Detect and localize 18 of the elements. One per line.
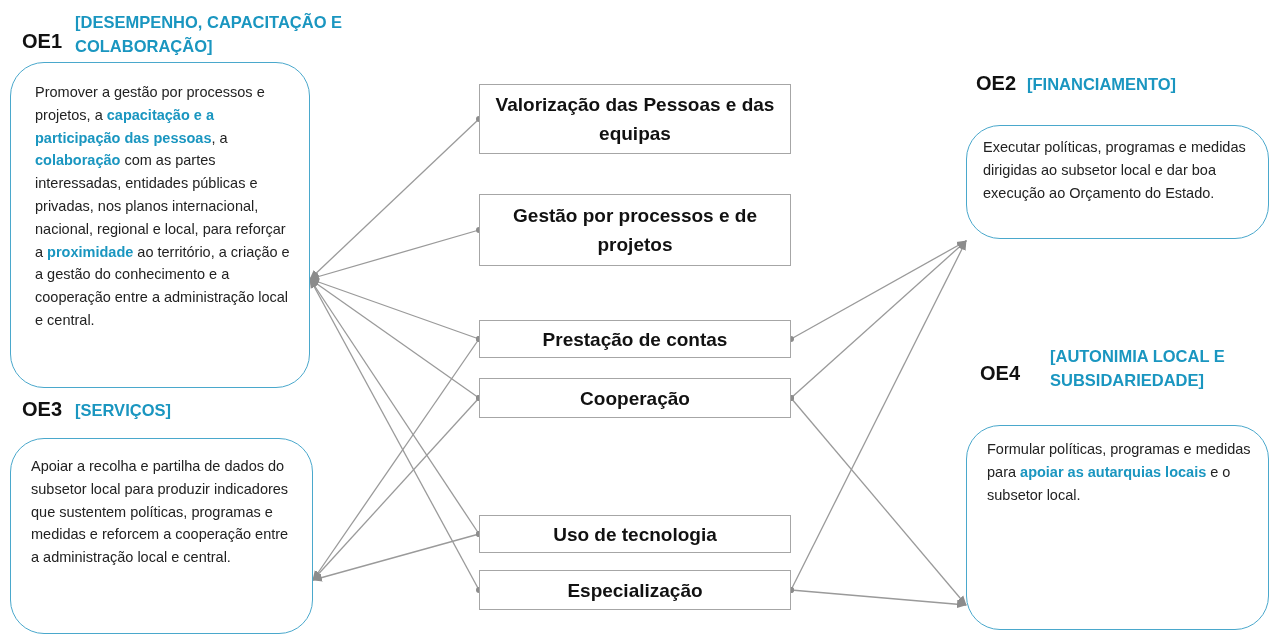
objective-code: OE3: [22, 398, 63, 421]
process-box: Prestação de contas: [479, 320, 791, 358]
process-box: Cooperação: [479, 378, 791, 418]
process-box: Valorização das Pessoas e das equipas: [479, 84, 791, 154]
process-box: Gestão por processos e de projetos: [479, 194, 791, 266]
objective-code: OE1: [22, 30, 63, 53]
objective-code: OE2: [976, 72, 1017, 95]
objective-title: [DESEMPENHO, CAPACITAÇÃO E COLABORAÇÃO]: [75, 12, 344, 57]
objective-title: [AUTONIMIA LOCAL E SUBSIDARIEDADE]: [1050, 346, 1226, 391]
objective-code: OE4: [980, 362, 1021, 385]
objective-title: [SERVIÇOS]: [75, 400, 172, 421]
objective-text: Apoiar a recolha e partilha de dados do subsetor local para produzir indicadores que sustentem políticas, programas e medidas e reforcem a cooperação entre a administração local e central.: [31, 457, 290, 568]
objective-title: [FINANCIAMENTO]: [1027, 74, 1178, 95]
objective-text: Formular políticas, programas e medidas para apoiar as autarquias locais e o subsetor local.: [987, 440, 1252, 505]
process-box: Uso de tecnologia: [479, 515, 791, 553]
objective-text: Promover a gestão por processos e projetos, a capacitação e a participação das pessoas, a colaboração com as partes interessadas, entidades públicas e privadas, nos planos internacional, nacional, regional e local, para reforçar a proximidade ao território, a criação e a gestão do conhecimento e a cooperação entre a administração local e central.: [35, 83, 291, 330]
objective-text: Executar políticas, programas e medidas dirigidas ao subsetor local e dar boa execução ao Orçamento do Estado.: [983, 138, 1247, 203]
process-box: Especialização: [479, 570, 791, 610]
